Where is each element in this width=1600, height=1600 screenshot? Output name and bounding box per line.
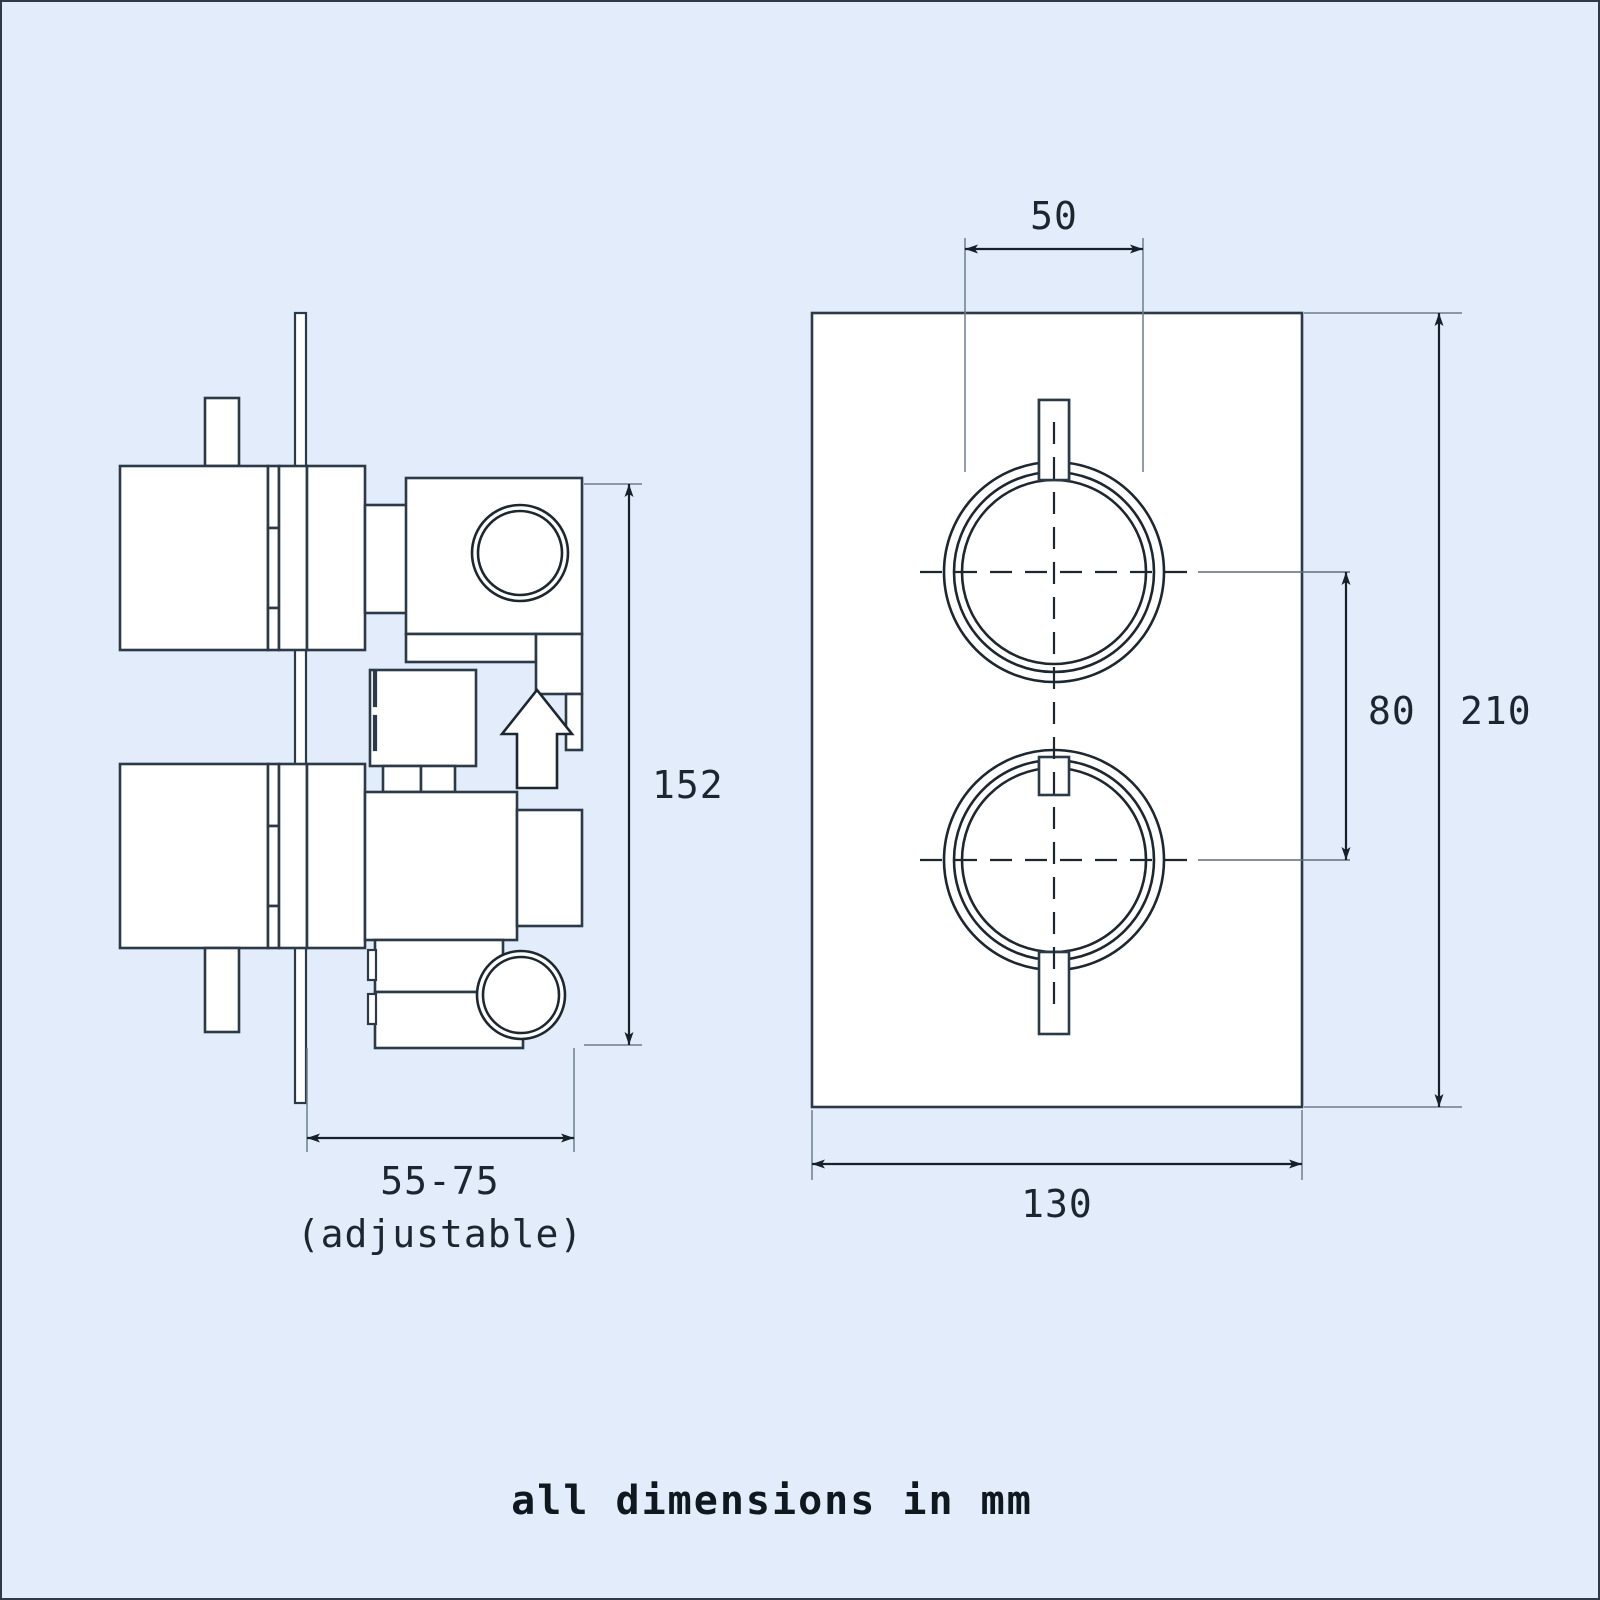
lower-collar-top [266,762,281,828]
lower-escutcheon-front [277,762,309,950]
upper-valve-body [404,476,584,636]
lower-valve-body [363,790,519,942]
lower-collar-mid [266,824,281,908]
flow-direction-arrow-icon [499,687,575,790]
lower-knob-body [118,762,270,950]
upper-port-inner-circle [476,509,564,597]
dim-label-210: 210 [1460,689,1532,733]
upper-collar-top [266,464,281,530]
dim-label-152: 152 [652,763,724,807]
mid-right-notch [564,692,584,752]
dim-label-50: 50 [1030,194,1078,238]
lower-collar-bottom [266,904,281,950]
dim-label-80: 80 [1368,689,1416,733]
mid-right-step-upper [534,632,584,696]
lower-port-inner-circle [481,955,561,1035]
lower-lever-stub [203,946,241,1034]
wall-plate [293,311,308,1105]
lower-port-outer-circle [475,949,567,1041]
side-section-view: 152 55-75 (adjustable) [118,311,724,1256]
cartridge-foot-right [419,764,457,794]
upper-collar-bottom [266,606,281,652]
upper-escutcheon-back [305,464,367,652]
cartridge-seal-a [372,670,378,708]
dim-label-130: 130 [1021,1182,1093,1226]
front-face-view: 50 80 210 130 [810,194,1532,1226]
upper-lever-stub [203,396,241,468]
lower-outlet-seal-a [366,948,378,982]
cartridge-box [368,668,478,768]
upper-collar-mid [266,526,281,610]
cartridge-foot-left [381,764,423,794]
mid-flange-upper [404,632,538,664]
units-caption: all dimensions in mm [511,1478,1033,1524]
upper-port-outer-circle [470,503,570,603]
lower-body-right-step [515,808,584,928]
dim-label-depth-note: (adjustable) [297,1212,584,1256]
cartridge-seal-b [372,714,378,752]
dim-label-depth-value: 55-75 [380,1159,499,1203]
upper-escutcheon-front [277,464,309,652]
lower-outlet-seal-b [366,992,378,1026]
upper-knob-body [118,464,270,652]
lower-escutcheon-back [305,762,367,950]
